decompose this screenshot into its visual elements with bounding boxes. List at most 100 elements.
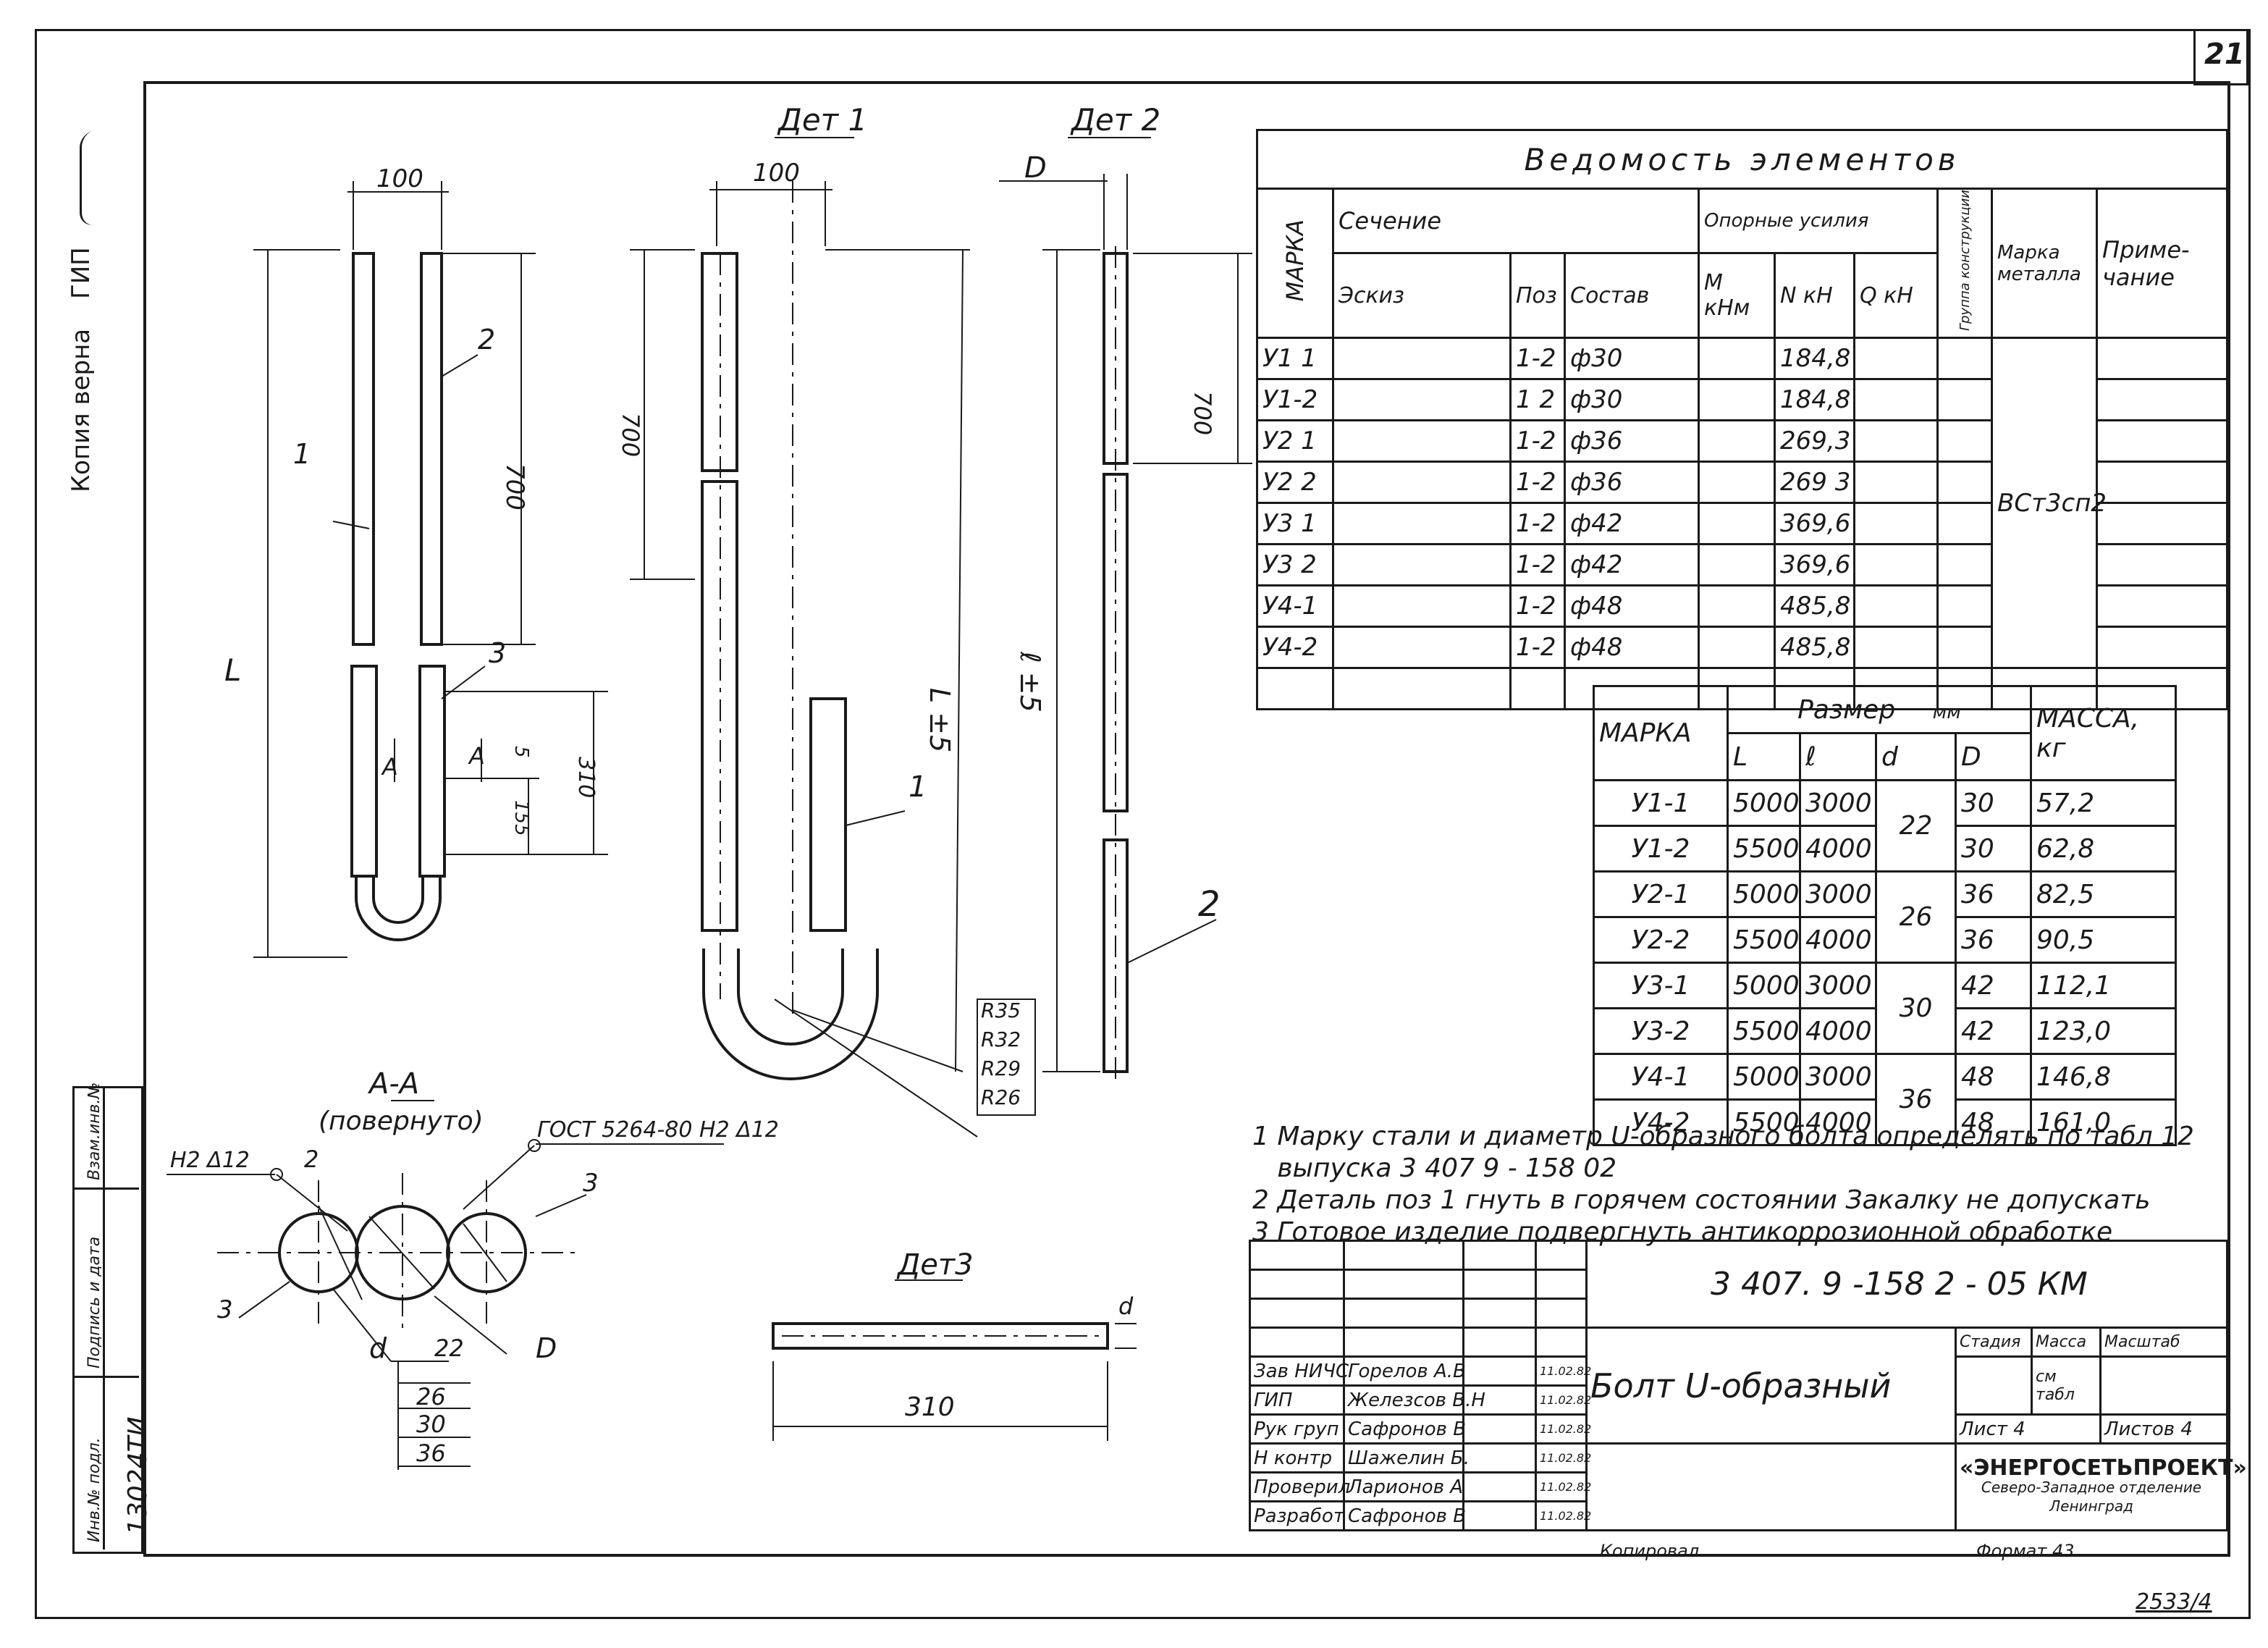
dims-L: 5500 xyxy=(1727,916,1801,964)
inventory-stripe xyxy=(72,1086,143,1554)
section-pos-3-right: 3 xyxy=(583,1169,599,1198)
row-note xyxy=(2095,626,2229,670)
row-composition: ф30 xyxy=(1564,337,1700,381)
dims-mass: 57,2 xyxy=(2030,779,2178,827)
copy-verified-note: Копия верна ГИП xyxy=(67,247,96,492)
person-signature xyxy=(1462,1413,1537,1445)
dims-col-marka: МАРКА xyxy=(1593,685,1729,781)
v1-cut-a-right: A xyxy=(468,742,485,770)
person-date: 11.02.82 xyxy=(1535,1500,1591,1531)
dims-D: 42 xyxy=(1954,1007,2033,1055)
v1-dim-155: 155 xyxy=(510,800,532,836)
margin-signature xyxy=(80,127,111,227)
inv-label-number: Инв.№ подл. xyxy=(85,1437,104,1542)
row-sketch xyxy=(1332,337,1512,381)
inv-label-replace: Взам.инв.№ xyxy=(85,1082,104,1180)
dims-D: 42 xyxy=(1954,962,2033,1009)
row-group xyxy=(1936,378,1993,422)
drawing-area: 100 L 700 1 2 3 310 155 5 A A Дет 1 100 … xyxy=(166,102,1252,1470)
row-pos: 1-2 xyxy=(1509,584,1566,628)
stamp-col-mass: Масса xyxy=(2031,1327,2102,1358)
det2-dim-700: 700 xyxy=(1189,391,1216,435)
dims-L: 5500 xyxy=(1727,825,1801,873)
v1-dim-310: 310 xyxy=(573,757,599,798)
row-pos: 1-2 xyxy=(1509,461,1566,505)
dims-col-d: d xyxy=(1875,732,1957,781)
row-m xyxy=(1698,626,1776,670)
copied-by: Копировал xyxy=(1600,1541,1700,1561)
row-note xyxy=(2095,378,2229,422)
row-marka: У4-1 xyxy=(1256,584,1334,628)
dims-col-mass: МАССА, кг xyxy=(2030,685,2178,781)
dims-L: 5000 xyxy=(1727,870,1801,918)
row-m xyxy=(1698,461,1776,505)
row-q xyxy=(1853,502,1939,546)
row-pos: 1-2 xyxy=(1509,543,1566,587)
person-role: Проверил xyxy=(1249,1471,1350,1502)
row-q xyxy=(1853,626,1939,670)
v1-pos-1: 1 xyxy=(293,438,311,470)
section-pos-2: 2 xyxy=(304,1145,319,1173)
row-marka: У1 1 xyxy=(1256,337,1334,381)
det2-dim-D: D xyxy=(1024,151,1047,185)
det3-title: Дет3 xyxy=(896,1248,974,1282)
dims-col-size: Размер xyxy=(1797,694,1896,725)
schedule-col-section: Сечение xyxy=(1332,187,1700,255)
person-name: Ларионов А xyxy=(1343,1471,1464,1502)
dims-l: 4000 xyxy=(1799,916,1877,964)
dims-mass: 90,5 xyxy=(2030,916,2178,964)
row-group xyxy=(1936,502,1993,546)
dims-D: 30 xyxy=(1954,779,2033,827)
row-note xyxy=(2095,543,2229,587)
det1-title: Дет 1 xyxy=(777,102,867,138)
row-group xyxy=(1936,626,1993,670)
person-name: Горелов А.В xyxy=(1343,1355,1466,1387)
row-note xyxy=(2095,502,2229,546)
row-m xyxy=(1698,337,1776,381)
inv-label-signature: Подпись и дата xyxy=(85,1236,104,1369)
row-n: 184,8 xyxy=(1774,378,1855,422)
schedule-col-sketch: Эскиз xyxy=(1332,252,1512,340)
det1-pos-1: 1 xyxy=(909,770,927,804)
row-m xyxy=(1698,378,1776,422)
person-signature xyxy=(1462,1384,1537,1416)
row-n: 269,3 xyxy=(1774,419,1855,463)
row-n: 369,6 xyxy=(1774,502,1855,546)
row-n: 184,8 xyxy=(1774,337,1855,381)
dims-mass: 146,8 xyxy=(2030,1053,2178,1101)
v1-dim-700: 700 xyxy=(500,463,529,510)
dims-l: 4000 xyxy=(1799,1098,1877,1146)
section-weld-right: ГОСТ 5264-80 H2 Δ12 xyxy=(537,1117,779,1143)
row-m xyxy=(1698,584,1776,628)
row-composition: ф48 xyxy=(1564,584,1700,628)
dims-marka: У2-2 xyxy=(1593,916,1729,964)
det2-title: Дет 2 xyxy=(1070,102,1160,138)
dims-l: 3000 xyxy=(1799,779,1877,827)
schedule-col-note: Приме-чание xyxy=(2095,187,2229,340)
det1-radius-29: R29 xyxy=(981,1056,1021,1080)
sheet-number: Лист 4 xyxy=(1955,1413,2102,1445)
schedule-col-steel: Марка металла xyxy=(1991,187,2098,340)
person-date: 11.02.82 xyxy=(1535,1413,1591,1445)
dims-d: 22 xyxy=(1875,779,1957,873)
row-note xyxy=(2095,419,2229,463)
stamp-col-scale: Масштаб xyxy=(2099,1327,2229,1358)
row-q xyxy=(1853,337,1939,381)
row-n: 485,8 xyxy=(1774,584,1855,628)
dims-marka: У1-2 xyxy=(1593,825,1729,873)
dims-mass: 82,5 xyxy=(2030,870,2178,918)
dims-l: 4000 xyxy=(1799,825,1877,873)
person-role: Разработ xyxy=(1249,1500,1345,1531)
det3-dim-d: d xyxy=(1118,1292,1134,1320)
row-composition: ф30 xyxy=(1564,378,1700,422)
schedule-col-group: Группа конструкции xyxy=(1957,190,1973,332)
elements-schedule-table: Ведомость элементов МАРКА Сечение Опорны… xyxy=(1255,129,2229,711)
row-group xyxy=(1936,461,1993,505)
stage-value xyxy=(1955,1355,2033,1416)
row-marka: У2 1 xyxy=(1256,419,1334,463)
